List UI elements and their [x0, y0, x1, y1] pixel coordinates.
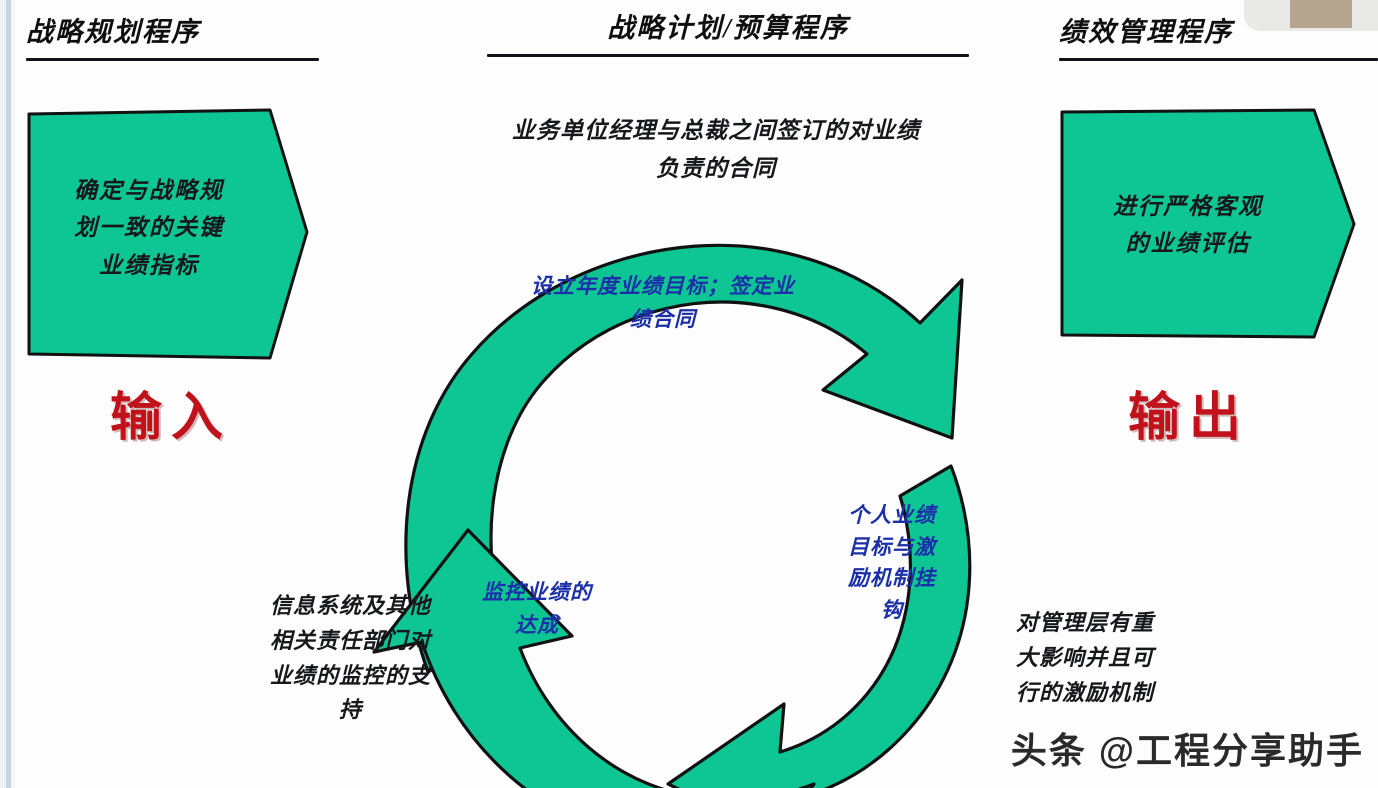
column-header-left-rule	[26, 58, 319, 61]
contract-note-line-1: 业务单位经理与总裁之间签订的对业绩	[512, 118, 920, 143]
column-header-right-title: 绩效管理程序	[1059, 17, 1233, 47]
cycle-arrow-monitor	[372, 528, 816, 788]
input-chevron-shape	[27, 108, 309, 360]
cycle-arrow-set-targets	[404, 243, 964, 674]
page-edge-strip-outer	[0, 0, 6, 788]
systems-note-line-1: 信息系统及其他	[269, 593, 431, 618]
contract-note-line-2: 负责的合同	[656, 155, 776, 181]
column-header-center-title: 战略计划/预算程序	[607, 13, 849, 43]
corner-chip-fill	[1290, 0, 1352, 28]
column-header-strategic-planning: 战略规划程序	[26, 10, 319, 61]
column-header-strategic-plan-budget: 战略计划/预算程序	[487, 6, 969, 57]
incentive-note-line-2: 大影响并且可	[1015, 644, 1154, 670]
output-chevron-box: 进行严格客观 的业绩评估	[1060, 108, 1356, 339]
output-label: 输出	[1128, 390, 1251, 447]
incentive-note-line-1: 对管理层有重	[1015, 610, 1154, 635]
systems-note-line-2: 相关责任部门对	[269, 627, 431, 653]
cycle-arrows-svg	[372, 243, 972, 788]
information-systems-note: 信息系统及其他 相关责任部门对 业绩的监控的支 持	[243, 589, 458, 728]
contract-note: 业务单位经理与总裁之间签订的对业绩 负责的合同	[440, 112, 992, 188]
column-header-right-rule	[1059, 58, 1378, 61]
input-chevron-box: 确定与战略规 划一致的关键 业绩指标	[27, 108, 309, 360]
column-header-center-rule	[487, 54, 969, 57]
systems-note-line-4: 持	[338, 697, 362, 723]
column-header-performance-management: 绩效管理程序	[1059, 10, 1378, 61]
performance-cycle-diagram: 设立年度业绩目标；签定业 绩合同 个人业绩 目标与激 励机制挂 钩 监控业绩的 …	[372, 228, 1005, 788]
incentive-mechanism-note: 对管理层有重 大影响并且可 行的激励机制	[985, 606, 1185, 710]
page-edge-strip-mid	[6, 0, 11, 788]
cycle-arrow-link-incentives	[666, 464, 972, 788]
page-edge-strip-inner	[11, 0, 15, 788]
output-chevron-shape	[1060, 108, 1356, 339]
brand-watermark: 头条 @工程分享助手	[1010, 730, 1364, 771]
systems-note-line-3: 业绩的监控的支	[269, 662, 431, 688]
column-header-left-title: 战略规划程序	[26, 17, 200, 47]
corner-watermark-chip	[1244, 0, 1378, 31]
input-label: 输入	[110, 390, 233, 447]
incentive-note-line-3: 行的激励机制	[1015, 679, 1154, 705]
